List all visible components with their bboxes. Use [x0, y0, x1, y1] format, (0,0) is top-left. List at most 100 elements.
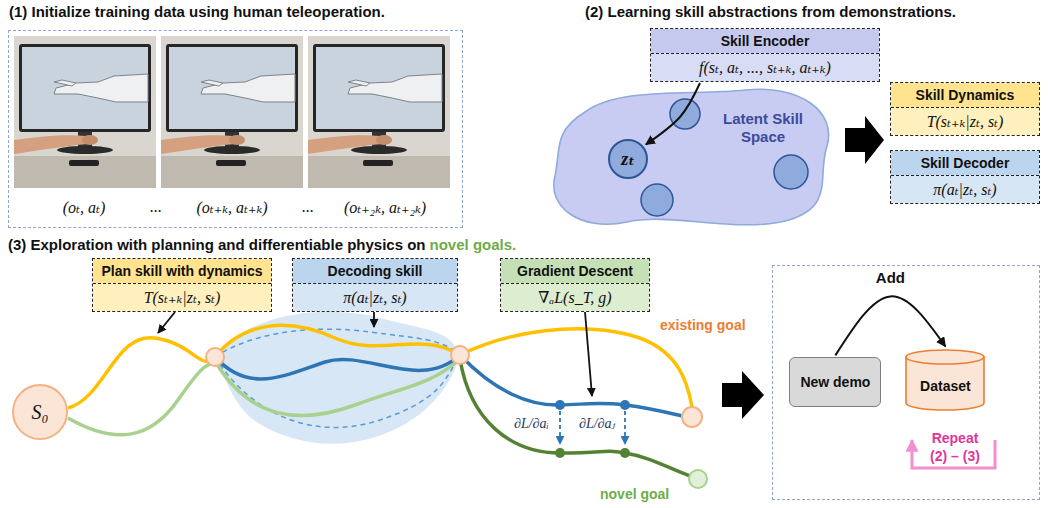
box-body: T(sₜ₊ₖ|zₜ, sₜ) [891, 107, 1039, 135]
plan-skill-box: Plan skill with dynamicsT(sₜ₊ₖ|zₜ, sₜ) [92, 258, 272, 312]
existing-trajectory [460, 329, 692, 407]
label-box: (oₜ₊₂ₖ, aₜ₊₂ₖ) [344, 198, 426, 217]
node-text: π(aₜ|zₜ, sₜ) [343, 289, 406, 306]
teleop-photo [308, 36, 450, 188]
novel-trajectory [215, 359, 460, 416]
gradient-arrow [559, 411, 561, 444]
leader-arrow [373, 312, 375, 327]
node-text: Skill Encoder [721, 33, 810, 49]
label-box: novel goals. [430, 236, 517, 254]
sampled-trajectory [215, 355, 460, 427]
label-box: novel goal [600, 485, 669, 503]
goal-circle [682, 407, 702, 427]
skill-circle [641, 184, 673, 216]
text-label: (3) Exploration with planning and differ… [8, 236, 426, 253]
node-text: f(sₜ, aₜ, ..., sₜ₊ₖ, aₜ₊ₖ) [699, 59, 831, 76]
label-box: ∂L/∂aⱼ [579, 414, 615, 432]
node-text: Latent Skill Space [723, 110, 803, 145]
node-text: T(sₜ₊ₖ|zₜ, sₜ) [927, 113, 1004, 130]
text-label: ∂L/∂aᵢ [514, 416, 549, 431]
skill-distribution-band [215, 312, 460, 444]
action-dot [620, 448, 630, 458]
node-text: Repeat (2) – (3) [930, 430, 980, 464]
region-label: Latent Skill Space [715, 110, 811, 146]
box-body: π(aₜ|zₜ, sₜ) [293, 283, 457, 311]
box-header: Decoding skill [293, 259, 457, 283]
decode-skill-box: Decoding skill π(aₜ|zₜ, sₜ) [292, 258, 458, 312]
block-arrow [722, 371, 764, 419]
action-dot [555, 448, 565, 458]
label-box: ∂L/∂aᵢ [514, 414, 549, 432]
connector-arrow [835, 296, 945, 355]
decoded-trajectory [460, 355, 682, 416]
node-text: zₜ [621, 148, 635, 170]
node-text: Gradient Descent [517, 263, 633, 279]
waypoint-circle [451, 346, 469, 364]
action-dot [620, 400, 630, 410]
repeat-note: Repeat (2) – (3) [922, 429, 988, 465]
dataset-cylinder: Dataset [904, 349, 986, 411]
node-text: Skill Decoder [921, 155, 1010, 171]
label-box: ... [150, 198, 162, 216]
panel-heading: (1) Initialize training data using human… [9, 3, 385, 21]
node-text: Skill Dynamics [916, 87, 1015, 103]
connector-arrow [646, 83, 700, 145]
start-state-circle: S₀ [12, 384, 68, 440]
skill-encoder-box: Skill Encoder f(sₜ, aₜ, ..., sₜ₊ₖ, aₜ₊ₖ) [650, 28, 880, 82]
label-box: ... [302, 198, 314, 216]
text-label: (oₜ₊ₖ, aₜ₊ₖ) [196, 199, 267, 216]
node-text: Dataset [920, 378, 971, 394]
optimized-trajectory [460, 359, 690, 476]
box-header: Skill Decoder [891, 151, 1039, 175]
action-dot [555, 400, 565, 410]
text-label: ... [150, 198, 162, 215]
text-label: (oₜ₊₂ₖ, aₜ₊₂ₖ) [344, 199, 426, 216]
box-body: T(sₜ₊ₖ|zₜ, sₜ) [93, 283, 271, 311]
node-text: π(aₜ|zₜ, sₜ) [933, 181, 996, 198]
teleop-photo [161, 36, 303, 188]
leader-arrow [585, 312, 592, 396]
novel-trajectory [68, 361, 215, 435]
box-header: Skill Dynamics [891, 83, 1039, 107]
text-label: novel goal [600, 486, 669, 502]
box-header: Gradient Descent [501, 259, 649, 283]
waypoint-circle [206, 348, 224, 366]
box-header: Skill Encoder [651, 29, 879, 53]
block-arrow [845, 116, 884, 164]
existing-trajectory [215, 325, 460, 357]
edge-label-box: Add [876, 269, 905, 287]
skill-circle [774, 155, 808, 189]
text-label: ∂L/∂aⱼ [579, 416, 615, 431]
text-label: ... [302, 198, 314, 215]
existing-trajectory [68, 338, 215, 408]
label-box: (oₜ₊ₖ, aₜ₊ₖ) [196, 198, 267, 217]
leader-arrow [158, 312, 175, 333]
node-text: Decoding skill [328, 263, 423, 279]
gradient-arrow [624, 411, 626, 444]
node-text: ∇ₐL(s_T, g) [538, 289, 611, 306]
latent-space-region: Latent Skill Space zₜ [545, 84, 835, 228]
cylinder-top [906, 350, 984, 364]
node-text: (1) Initialize training data using human… [9, 3, 385, 20]
decoded-trajectory [215, 355, 460, 379]
box-body: π(aₜ|zₜ, sₜ) [891, 175, 1039, 203]
goal-circle [689, 470, 707, 488]
dashed-panel: (1) Initialize training data using human… [8, 30, 463, 228]
latent-space-outline [554, 89, 829, 225]
text-label: novel goals. [430, 236, 517, 253]
skill-latent-circle: zₜ [608, 139, 648, 179]
node-text: S₀ [32, 401, 49, 424]
cylinder-body [906, 357, 984, 410]
node-text: Plan skill with dynamics [101, 263, 262, 279]
node-text: New demo [800, 374, 870, 390]
circle-outline [609, 140, 647, 178]
skill-circle [670, 99, 700, 129]
text-label: (oₜ, aₜ) [63, 199, 106, 216]
skill-decoder-box: Skill Decoder π(aₜ|zₜ, sₜ) [890, 150, 1040, 204]
gradient-descent-box: Gradient Descent ∇ₐL(s_T, g) [500, 258, 650, 312]
teleop-photo [14, 36, 156, 188]
node-text: T(sₜ₊ₖ|zₜ, sₜ) [144, 289, 221, 306]
circle-outline [13, 385, 67, 439]
